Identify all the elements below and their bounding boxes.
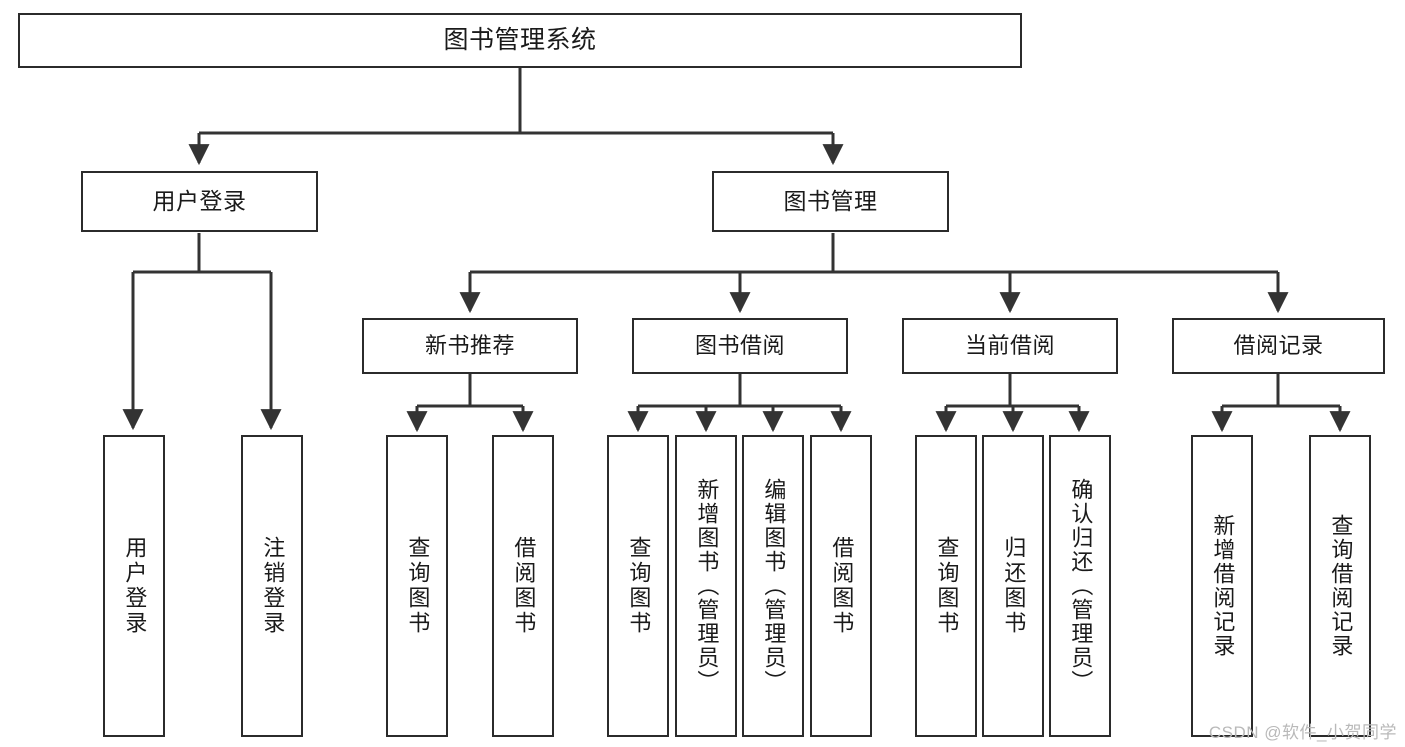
leaf-new-book-query[interactable]: 查询图书 [386,435,448,737]
leaf-label: 查询图书 [934,536,960,636]
leaf-label: 编辑图书（管理员） [761,478,787,694]
leaf-label: 确认归还（管理员） [1068,478,1094,694]
leaf-current-borrow-return[interactable]: 归还图书 [982,435,1044,737]
csdn-watermark: CSDN @软件_小贺同学 [1208,723,1397,742]
node-root-label: 图书管理系统 [443,26,597,54]
leaf-user-login-logout[interactable]: 注销登录 [241,435,303,737]
node-borrow-record[interactable]: 借阅记录 [1172,318,1385,374]
leaf-label: 归还图书 [1001,536,1027,636]
node-new-book-recommend[interactable]: 新书推荐 [362,318,578,374]
leaf-new-book-borrow[interactable]: 借阅图书 [492,435,554,737]
leaf-label: 查询图书 [626,536,652,636]
node-borrow-record-label: 借阅记录 [1233,333,1324,358]
leaf-book-borrow-query[interactable]: 查询图书 [607,435,669,737]
leaf-user-login-login[interactable]: 用户登录 [103,435,165,737]
node-current-borrow[interactable]: 当前借阅 [902,318,1118,374]
node-book-borrow[interactable]: 图书借阅 [632,318,848,374]
leaf-label: 用户登录 [122,536,148,636]
leaf-borrow-record-add[interactable]: 新增借阅记录 [1191,435,1253,737]
leaf-label: 借阅图书 [511,536,537,636]
leaf-current-borrow-query[interactable]: 查询图书 [915,435,977,737]
node-root[interactable]: 图书管理系统 [18,13,1022,68]
leaf-label: 查询借阅记录 [1328,514,1354,658]
leaf-label: 查询图书 [405,536,431,636]
leaf-borrow-record-query[interactable]: 查询借阅记录 [1309,435,1371,737]
node-user-login[interactable]: 用户登录 [81,171,318,232]
node-new-book-recommend-label: 新书推荐 [424,333,515,358]
leaf-label: 注销登录 [260,536,286,636]
leaf-label: 新增借阅记录 [1210,514,1236,658]
node-book-manage[interactable]: 图书管理 [712,171,949,232]
leaf-current-borrow-confirm[interactable]: 确认归还（管理员） [1049,435,1111,737]
node-user-login-label: 用户登录 [152,188,247,214]
leaf-book-borrow-edit[interactable]: 编辑图书（管理员） [742,435,804,737]
node-current-borrow-label: 当前借阅 [964,333,1055,358]
leaf-label: 新增图书（管理员） [694,478,720,694]
leaf-book-borrow-add[interactable]: 新增图书（管理员） [675,435,737,737]
leaf-book-borrow-borrow[interactable]: 借阅图书 [810,435,872,737]
leaf-label: 借阅图书 [829,536,855,636]
node-book-borrow-label: 图书借阅 [694,333,785,358]
node-book-manage-label: 图书管理 [783,188,878,214]
